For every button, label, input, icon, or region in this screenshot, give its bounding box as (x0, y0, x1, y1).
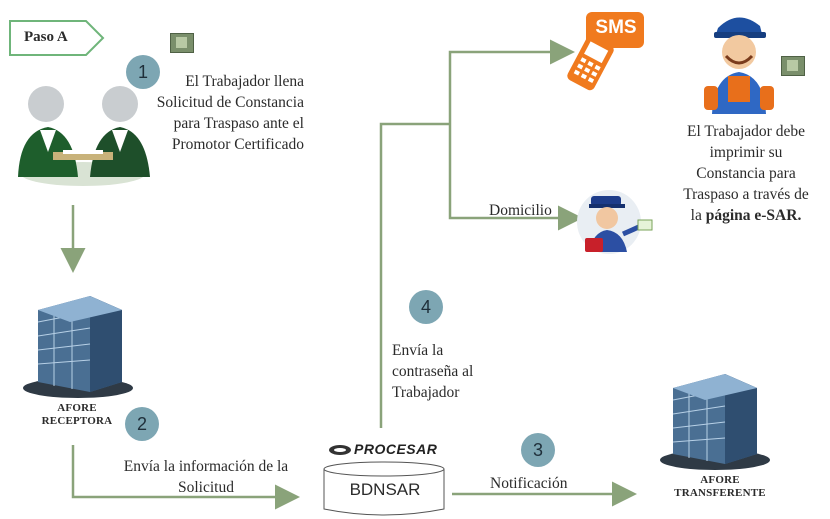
step-4-number: 4 (409, 290, 443, 324)
sms-label: SMS (595, 17, 637, 38)
afore-transferente-caption: AFORE TRANSFERENTE (665, 474, 775, 500)
arrow-to-sms (448, 39, 575, 124)
handshake-people-icon (18, 86, 150, 186)
step-3-number: 3 (521, 433, 555, 467)
arrow-to-bdnsar (71, 445, 300, 510)
step-2-line: Solicitud (178, 479, 234, 496)
worker-line: Traspaso a través de (683, 186, 809, 203)
step-1-line: para Traspaso ante el (173, 115, 304, 132)
step-1-text: El Trabajador llena Solicitud de Constan… (120, 71, 304, 155)
caption-line: RECEPTORA (41, 415, 113, 427)
database-label: BDNSAR (349, 480, 421, 499)
worker-icon (704, 17, 774, 114)
mail-carrier-icon (577, 190, 653, 254)
step-1-line: Solicitud de Constancia (156, 94, 304, 111)
database-icon (323, 461, 445, 516)
worker-line: Constancia para (696, 165, 796, 182)
caption-line: AFORE (57, 402, 97, 414)
step-2-number: 2 (125, 407, 159, 441)
line-up-from-bdnsar (379, 122, 450, 428)
step-4-text: Envía la contraseña al Trabajador (392, 340, 512, 403)
esar-page-link-text: página e-SAR. (705, 207, 802, 224)
step-4-line: Envía la (392, 342, 444, 359)
step-2-text: Envía la información de la Solicitud (96, 456, 316, 498)
procesar-logo-mark (329, 445, 351, 455)
procesar-logo: PROCESAR (354, 441, 438, 457)
worker-line: imprimir su (709, 144, 783, 161)
small-green-icon (170, 33, 194, 53)
building-icon (23, 296, 133, 398)
paso-a-tag-shape (9, 20, 105, 56)
afore-receptora-caption: AFORE RECEPTORA (34, 402, 120, 428)
domicilio-label: Domicilio (489, 202, 552, 219)
sms-phone-icon (567, 12, 644, 91)
step-4-line: Trabajador (392, 384, 460, 401)
paso-a-tag: Paso A (24, 29, 68, 45)
step-1-line: El Trabajador llena (185, 73, 304, 90)
notificacion-label: Notificación (490, 475, 568, 492)
step-1-number: 1 (126, 55, 160, 89)
step-1-line: Promotor Certificado (171, 136, 304, 153)
worker-line-prefix: la (690, 207, 706, 224)
small-green-icon (781, 56, 805, 76)
caption-line: TRANSFERENTE (674, 487, 766, 499)
step-4-line: contraseña al (392, 363, 474, 380)
caption-line: AFORE (700, 474, 740, 486)
worker-line-last: la página e-SAR. (662, 205, 830, 226)
worker-line: El Trabajador debe (687, 123, 805, 140)
arrow-to-domicilio (448, 124, 583, 231)
worker-text: El Trabajador debe imprimir su Constanci… (662, 121, 830, 226)
step-2-line: Envía la información de la (123, 458, 289, 475)
building-icon (660, 374, 770, 470)
